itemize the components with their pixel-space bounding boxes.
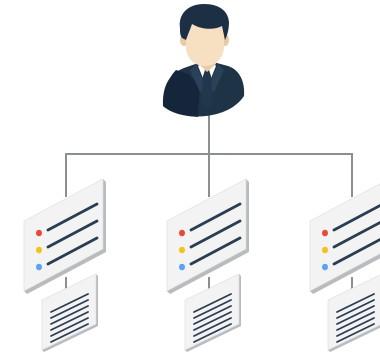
- card-text-line-1: [332, 204, 380, 232]
- doc-text-line-6: [193, 323, 232, 343]
- doc-text-line-3: [50, 305, 89, 325]
- task-list-card-icon: [166, 178, 249, 294]
- document-page-icon: [327, 274, 380, 352]
- doc-face: [327, 274, 380, 351]
- doc-text-line-5: [336, 317, 375, 337]
- card-face: [309, 183, 380, 292]
- branch-2: [166, 178, 249, 352]
- blue-dot-icon: [36, 263, 42, 271]
- yellow-dot-icon: [322, 246, 328, 254]
- document-page-icon: [184, 273, 241, 352]
- suit-shadow: [163, 70, 200, 117]
- card-text-line-3: [332, 238, 380, 266]
- card-face: [166, 178, 247, 292]
- card-text-line-3: [189, 236, 242, 266]
- card-text-line-3: [46, 236, 99, 266]
- doc-text-line-1: [336, 293, 375, 313]
- branch-3: [309, 183, 380, 352]
- doc-text-line-5: [193, 317, 232, 337]
- red-dot-icon: [322, 229, 328, 237]
- card-text-line-2: [332, 221, 380, 249]
- document-page-icon: [41, 273, 98, 352]
- task-list-card-icon: [23, 178, 106, 294]
- businessman-avatar-icon: [162, 4, 245, 117]
- connector-lines: [65, 111, 353, 293]
- doc-text-line-2: [50, 299, 89, 319]
- doc-text-line-1: [50, 293, 89, 313]
- doc-text-line-3: [336, 305, 375, 325]
- red-dot-icon: [179, 229, 185, 237]
- branch-group: [23, 178, 380, 352]
- doc-text-line-4: [193, 311, 232, 331]
- blue-dot-icon: [322, 263, 328, 271]
- left-lapel: [190, 64, 206, 92]
- doc-text-line-2: [193, 299, 232, 319]
- doc-text-line-3: [193, 305, 232, 325]
- tie: [201, 70, 213, 110]
- task-list-card-icon: [309, 183, 380, 294]
- yellow-dot-icon: [36, 246, 42, 254]
- doc-text-line-6: [50, 323, 89, 343]
- doc-text-line-2: [336, 299, 375, 319]
- card-text-line-1: [46, 202, 99, 232]
- hair: [179, 4, 229, 40]
- doc-face: [184, 273, 240, 351]
- blue-dot-icon: [179, 263, 185, 271]
- doc-text-line-1: [193, 293, 232, 313]
- red-dot-icon: [36, 229, 42, 237]
- doc-text-line-4: [336, 311, 375, 331]
- doc-text-line-6: [336, 323, 375, 343]
- card-text-line-1: [189, 202, 242, 232]
- face: [186, 24, 224, 66]
- doc-text-line-4: [50, 311, 89, 331]
- doc-face: [41, 273, 97, 351]
- card-face: [23, 178, 104, 292]
- doc-text-line-5: [50, 317, 89, 337]
- card-text-line-2: [46, 219, 99, 249]
- right-lapel: [208, 64, 224, 92]
- card-text-line-2: [189, 219, 242, 249]
- yellow-dot-icon: [179, 246, 185, 254]
- branch-1: [23, 178, 106, 352]
